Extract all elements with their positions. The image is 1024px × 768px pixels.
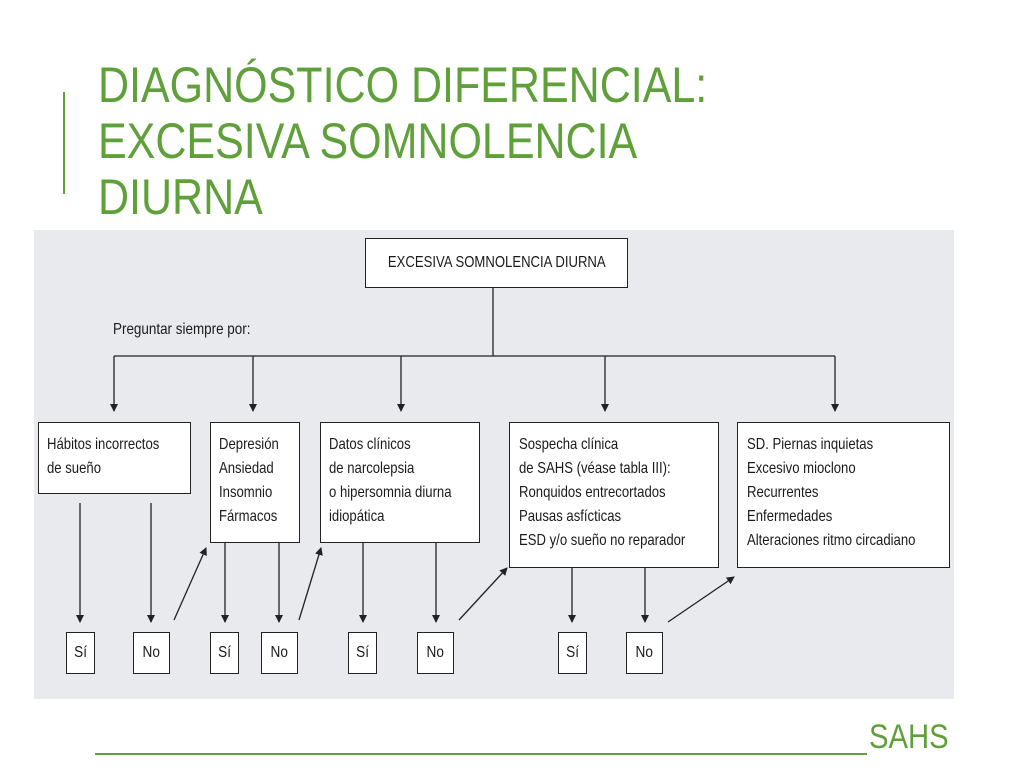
next-arrow-4: [667, 576, 735, 623]
branch-5-line-2: Excesivo mioclono: [747, 460, 856, 477]
root-label: EXCESIVA SOMNOLENCIA DIURNA: [387, 254, 606, 271]
flowchart-figure: EXCESIVA SOMNOLENCIA DIURNA Preguntar si…: [34, 230, 954, 699]
branch-box-depression: Depresión Ansiedad Insomnio Fármacos: [210, 422, 300, 543]
branch-4-line-4: Pausas asfícticas: [519, 508, 622, 525]
branch-5-line-4: Enfermedades: [747, 508, 833, 525]
yes-label-4: Sí: [566, 644, 579, 661]
footer-underline: [95, 753, 867, 755]
no-box-4: No: [626, 632, 663, 674]
yes-label-3: Sí: [356, 644, 369, 661]
no-box-2: No: [261, 632, 298, 674]
branch-box-narcolepsy: Datos clínicos de narcolepsia o hipersom…: [320, 422, 480, 543]
branch-5-line-3: Recurrentes: [747, 484, 819, 501]
title-line-1: DIAGNÓSTICO DIFERENCIAL:: [98, 57, 708, 113]
branch-4-line-2: de SAHS (véase tabla III):: [519, 460, 671, 477]
yes-box-3: Sí: [348, 632, 377, 674]
branch-box-habits: Hábitos incorrectos de sueño: [38, 422, 191, 494]
next-arrow-2: [298, 547, 323, 621]
branch-5-line-1: SD. Piernas inquietas: [747, 436, 874, 453]
yes-box-1: Sí: [66, 632, 95, 674]
branch-4-line-3: Ronquidos entrecortados: [519, 484, 666, 501]
branch-2-line-4: Fármacos: [219, 508, 278, 525]
yes-label-1: Sí: [74, 644, 87, 661]
no-label-4: No: [635, 644, 654, 661]
yes-label-2: Sí: [218, 644, 231, 661]
yes-box-4: Sí: [558, 632, 587, 674]
footer-label: SAHS: [869, 718, 949, 756]
yes-box-2: Sí: [210, 632, 239, 674]
next-arrow-1: [173, 547, 207, 621]
flowchart-connectors: [76, 288, 839, 623]
title-line-2: EXCESIVA SOMNOLENCIA: [98, 113, 638, 169]
branch-3-line-1: Datos clínicos: [329, 436, 411, 453]
root-box: EXCESIVA SOMNOLENCIA DIURNA: [365, 238, 628, 288]
ask-label: Preguntar siempre por:: [113, 321, 251, 338]
no-label-3: No: [426, 644, 445, 661]
branch-box-sahs: Sospecha clínica de SAHS (véase tabla II…: [509, 422, 719, 568]
branch-5-line-5: Alteraciones ritmo circadiano: [747, 532, 916, 549]
no-box-1: No: [133, 632, 170, 674]
no-label-1: No: [142, 644, 161, 661]
branch-2-line-1: Depresión: [219, 436, 279, 453]
branch-3-line-2: de narcolepsia: [329, 460, 415, 477]
branch-4-line-1: Sospecha clínica: [519, 436, 619, 453]
branch-box-restless-legs: SD. Piernas inquietas Excesivo mioclono …: [737, 422, 950, 568]
branch-2-line-2: Ansiedad: [219, 460, 274, 477]
branch-3-line-3: o hipersomnia diurna: [329, 484, 452, 501]
no-label-2: No: [270, 644, 289, 661]
next-arrow-3: [458, 567, 508, 621]
title-line-3: DIURNA: [98, 169, 263, 225]
branch-1-line-2: de sueño: [47, 460, 101, 477]
branch-3-line-4: idiopática: [329, 508, 385, 525]
no-box-3: No: [417, 632, 454, 674]
slide-title: DIAGNÓSTICO DIFERENCIAL: EXCESIVA SOMNOL…: [98, 57, 707, 225]
branch-2-line-3: Insomnio: [219, 484, 273, 501]
branch-4-line-5: ESD y/o sueño no reparador: [519, 532, 686, 549]
title-accent-bar: [63, 92, 65, 194]
branch-1-line-1: Hábitos incorrectos: [47, 436, 160, 453]
